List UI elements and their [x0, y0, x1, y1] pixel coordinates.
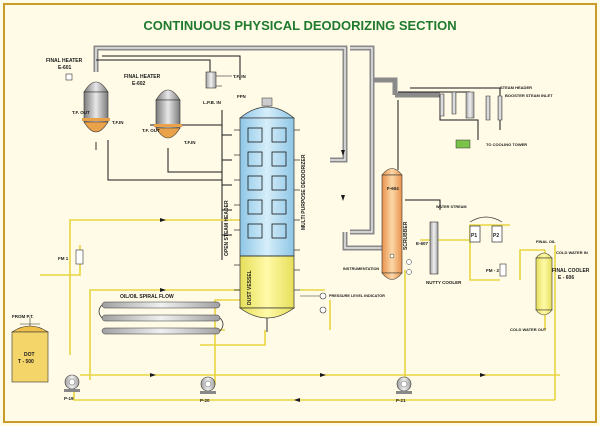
e602-label-line1: FINAL HEATER: [124, 74, 161, 80]
nutty-cooler-e607: [429, 221, 439, 275]
pump-3: [396, 376, 412, 394]
e602-tf-in: T.F.IN: [184, 140, 196, 145]
final-heater-e602: [154, 89, 182, 139]
deodorizer-column: [234, 97, 300, 332]
spiral-exchanger: [98, 301, 224, 335]
pressure-level-label: PRESSURE LEVEL INDICATOR: [329, 294, 385, 298]
scrubber-f604: [381, 168, 412, 280]
pump-2-label: P-20: [200, 398, 210, 403]
dust-vessel-label: DUST VESSEL: [247, 270, 253, 305]
final-cooler-label-line2: E - 606: [558, 275, 574, 281]
steam-ejectors: [439, 91, 503, 149]
pressure-level-indicator: [300, 292, 327, 314]
spiral-flow-label: OIL/OIL SPIRAL FLOW: [120, 294, 174, 300]
valve-icon: [65, 73, 73, 81]
cold-water-out-label: COLD WATER OUT: [510, 327, 547, 332]
fm2-meter: [499, 263, 507, 277]
top-instrument: [205, 71, 232, 89]
cold-water-in-label: COLD WATER IN: [556, 250, 588, 255]
filters: [469, 216, 503, 243]
multi-purpose-deodorizer-label: MULTI PURPOSE DEODORIZER: [301, 154, 307, 230]
open-steam-header-label: OPEN STEAM HEADER: [224, 200, 230, 256]
e601-tf-in: T.F.IN: [112, 120, 124, 125]
final-heater-e601: [65, 73, 110, 150]
pump-1: [64, 374, 80, 392]
from-pt-label: FROM P.T.: [12, 314, 34, 319]
e602-label-line2: E-602: [132, 81, 146, 87]
booster-steam-label: BOOSTER STEAM INLET: [505, 93, 553, 98]
e601-label-line1: FINAL HEATER: [46, 58, 83, 64]
oil-lines: [40, 219, 560, 401]
e602-tf-out: T.F. OUT: [142, 128, 160, 133]
top-ffn: FFN: [237, 94, 246, 99]
final-cooler-label-line1: FINAL COOLER: [552, 268, 590, 274]
scrubber-label: SCRUBBER: [403, 221, 409, 250]
fm1-label: FM 1: [58, 256, 69, 261]
dot-tag-line1: DOT: [24, 352, 35, 358]
to-cooling-tower-label: TO COOLING TOWER: [486, 142, 527, 147]
e601-tf-out: T.F. OUT: [72, 110, 90, 115]
instrumentation-label: INSTRUMENTATION: [343, 267, 379, 271]
top-lpb-in: L.P.B. IN: [203, 100, 221, 105]
filter-p1: P1: [471, 233, 477, 239]
pump-1-label: P-19: [64, 396, 74, 401]
scrubber-tag: F-604: [387, 186, 399, 191]
steam-header-label: STEAM HEADER: [500, 85, 532, 90]
e601-label-line2: E-601: [58, 65, 72, 71]
steam-lines: [96, 55, 501, 260]
pump-3-label: P-21: [396, 398, 406, 403]
final-cooler-e606: [535, 252, 553, 316]
dot-tank: [11, 318, 49, 383]
outer-frame: [3, 3, 597, 423]
water-stream-label: WATER STREAM: [436, 205, 467, 209]
pump-2: [200, 376, 216, 394]
e607-tag: E-607: [416, 241, 429, 246]
final-oil-label: FINAL OIL: [536, 239, 556, 244]
flow-arrows: [150, 150, 486, 402]
fm1-meter: [75, 249, 84, 265]
nutty-cooler-label: NUTTY COOLER: [426, 280, 462, 285]
diagram-title: CONTINUOUS PHYSICAL DEODORIZING SECTION: [143, 18, 456, 33]
filter-p2: P2: [493, 233, 499, 239]
fm2-label: FM - 2: [486, 268, 499, 273]
top-tf-in: T.F. IN: [233, 74, 246, 79]
dot-tag-line2: T - 500: [18, 359, 34, 365]
